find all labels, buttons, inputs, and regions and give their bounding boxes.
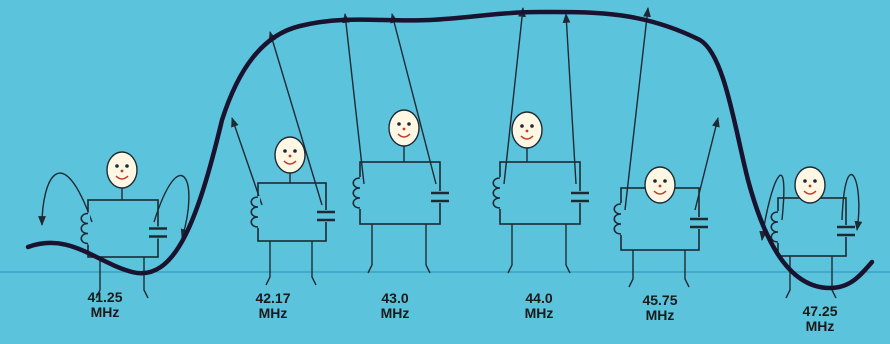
nose (658, 184, 662, 188)
frequency-label-5: 45.75 MHz (625, 293, 695, 323)
inductor-coil-icon (352, 177, 361, 209)
inductor-coil-icon (250, 196, 259, 228)
frequency-label-4: 44.0 MHz (504, 291, 574, 321)
frequency-value: 43.0 (381, 290, 409, 306)
eye (293, 149, 297, 153)
eye (115, 164, 119, 168)
coil-gap (498, 177, 502, 209)
cap-gap (323, 210, 329, 222)
tuned-circuit-figure (231, 31, 335, 286)
leg (507, 224, 513, 274)
arm-arrow (624, 7, 651, 211)
nose (808, 184, 812, 188)
inductor-coil-icon (770, 211, 779, 243)
arm-arrow (231, 117, 263, 206)
arm-arrow (342, 13, 365, 185)
frequency-unit: MHz (524, 305, 554, 321)
frequency-value: 44.0 (525, 290, 553, 306)
leg (684, 250, 690, 288)
arm-arrow (153, 174, 190, 239)
frequency-value: 42.17 (255, 290, 291, 306)
nose (288, 154, 292, 158)
arm-arrow (759, 174, 785, 241)
nose (402, 127, 406, 131)
smile (283, 160, 297, 165)
cap-gap (155, 226, 161, 239)
cap-gap (437, 191, 443, 203)
tuned-circuit-figure (38, 151, 190, 299)
smile (803, 190, 817, 195)
frequency-unit: MHz (380, 305, 410, 321)
inductor-coil-icon (492, 177, 501, 209)
eye (283, 149, 287, 153)
leg (311, 241, 317, 286)
arm-arrow (503, 7, 526, 185)
leg (95, 257, 101, 299)
coil-gap (358, 177, 362, 209)
cap-gap (843, 225, 849, 237)
arm-arrow (38, 172, 93, 226)
cap-gap (696, 217, 702, 229)
leg (265, 241, 271, 286)
eye (663, 179, 667, 183)
frequency-label-6: 47.25 MHz (785, 304, 855, 334)
frequency-label-2: 42.17 MHz (238, 291, 308, 321)
arm-arrow (841, 173, 863, 231)
smile (115, 175, 129, 180)
cap-gap (577, 191, 583, 203)
arm-arrow (390, 13, 437, 185)
frequency-value: 45.75 (642, 292, 678, 308)
smile (520, 135, 534, 140)
tuned-circuit-figure (613, 7, 720, 288)
leg (565, 224, 571, 274)
eye (407, 122, 411, 126)
arm-arrow (562, 13, 577, 185)
leg (367, 224, 373, 274)
frequency-value: 41.25 (87, 289, 123, 305)
eye (397, 122, 401, 126)
eye (520, 124, 524, 128)
tuned-circuit-figure (342, 13, 449, 274)
response-curve (25, 9, 875, 291)
coil-gap (619, 203, 623, 235)
frequency-value: 47.25 (802, 303, 838, 319)
coil-gap (776, 211, 780, 243)
frequency-unit: MHz (805, 318, 835, 334)
nose (525, 129, 529, 133)
leg (425, 224, 431, 274)
eye (803, 179, 807, 183)
eye (530, 124, 534, 128)
arm-arrow (268, 31, 323, 206)
eye (125, 164, 129, 168)
leg (143, 257, 149, 299)
frequency-unit: MHz (90, 304, 120, 320)
frequency-unit: MHz (258, 305, 288, 321)
eye (813, 179, 817, 183)
leg (628, 250, 634, 288)
smile (653, 190, 667, 195)
coil-gap (256, 196, 260, 228)
frequency-label-1: 41.25 MHz (70, 290, 140, 320)
coil-gap (86, 212, 90, 245)
tuned-circuit-figure (492, 7, 589, 274)
frequency-unit: MHz (645, 307, 675, 323)
eye (653, 179, 657, 183)
smile (397, 133, 411, 138)
nose (120, 169, 124, 173)
inductor-coil-icon (80, 212, 89, 245)
frequency-label-3: 43.0 MHz (360, 291, 430, 321)
inductor-coil-icon (613, 203, 622, 235)
